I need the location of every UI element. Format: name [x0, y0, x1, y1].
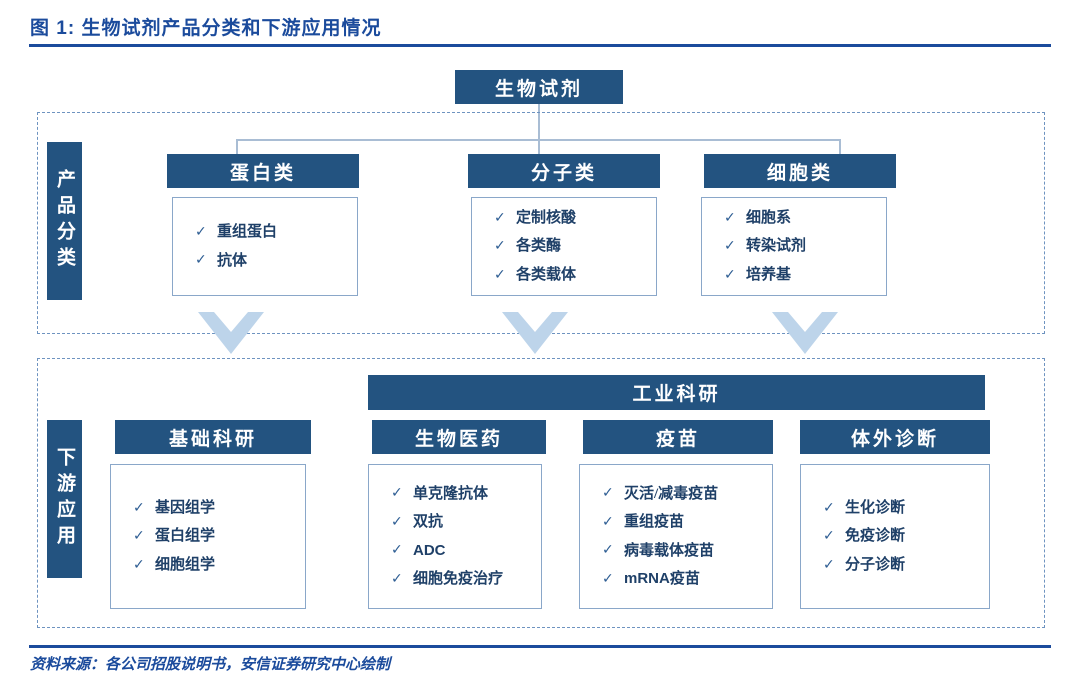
- check-icon: ✓: [494, 238, 506, 255]
- list-item-label: 培养基: [746, 266, 792, 283]
- chevron-down-icon: [502, 312, 568, 354]
- list-item: ✓ 各类酶: [494, 232, 656, 261]
- check-icon: ✓: [602, 513, 614, 530]
- list-ivd: ✓ 生化诊断 ✓ 免疫诊断 ✓ 分子诊断: [800, 464, 990, 609]
- check-icon: ✓: [391, 485, 403, 502]
- check-icon: ✓: [195, 252, 207, 269]
- list-item: ✓ 蛋白组学: [133, 522, 305, 551]
- footer-divider: [29, 645, 1051, 648]
- node-ivd-header[interactable]: 体外诊断: [800, 420, 990, 454]
- list-item-label: 定制核酸: [516, 209, 577, 226]
- list-item: ✓ 单克隆抗体: [391, 480, 541, 509]
- check-icon: ✓: [823, 528, 835, 545]
- side-label-product-classification: 产品分类: [47, 142, 82, 300]
- check-icon: ✓: [133, 556, 145, 573]
- list-item-label: 各类酶: [516, 238, 562, 255]
- list-item-label: 生化诊断: [845, 499, 906, 516]
- list-item: ✓ 细胞组学: [133, 551, 305, 580]
- node-molecule-header[interactable]: 分子类: [468, 154, 660, 188]
- node-basic-research-header[interactable]: 基础科研: [115, 420, 311, 454]
- check-icon: ✓: [724, 209, 736, 226]
- list-item-label: 单克隆抗体: [413, 485, 489, 502]
- list-item-label: 转染试剂: [746, 238, 807, 255]
- figure-source: 资料来源：各公司招股说明书，安信证券研究中心绘制: [30, 657, 391, 673]
- list-item: ✓ 培养基: [724, 261, 886, 290]
- list-protein: ✓ 重组蛋白 ✓ 抗体: [172, 197, 358, 296]
- list-item: ✓ 定制核酸: [494, 204, 656, 233]
- list-basic-research: ✓ 基因组学 ✓ 蛋白组学 ✓ 细胞组学: [110, 464, 306, 609]
- chevron-down-icon: [772, 312, 838, 354]
- list-item: ✓ 抗体: [195, 247, 357, 276]
- check-icon: ✓: [602, 570, 614, 587]
- node-cell-header[interactable]: 细胞类: [704, 154, 896, 188]
- list-item: ✓ 生化诊断: [823, 494, 989, 523]
- list-item-label: 重组蛋白: [217, 224, 278, 240]
- node-industrial-research-banner[interactable]: 工业科研: [368, 375, 985, 410]
- list-item: ✓ 重组蛋白: [195, 218, 357, 247]
- list-item: ✓ 免疫诊断: [823, 522, 989, 551]
- section-downstream-application: [37, 358, 1045, 628]
- check-icon: ✓: [494, 266, 506, 283]
- check-icon: ✓: [602, 485, 614, 502]
- list-item: ✓ 灭活/减毒疫苗: [602, 480, 772, 509]
- list-item-label: 蛋白组学: [155, 528, 216, 545]
- list-item-label: 抗体: [217, 252, 248, 269]
- list-item: ✓ 细胞系: [724, 204, 886, 233]
- check-icon: ✓: [133, 528, 145, 545]
- node-protein-header[interactable]: 蛋白类: [167, 154, 359, 188]
- list-item-label: 灭活/减毒疫苗: [624, 485, 719, 502]
- check-icon: ✓: [391, 542, 403, 559]
- list-item: ✓ 分子诊断: [823, 551, 989, 580]
- check-icon: ✓: [823, 499, 835, 516]
- list-item-label: mRNA疫苗: [624, 570, 700, 587]
- list-item-label: 各类载体: [516, 266, 577, 283]
- list-cell: ✓ 细胞系 ✓ 转染试剂 ✓ 培养基: [701, 197, 887, 296]
- node-vaccine-header[interactable]: 疫苗: [583, 420, 773, 454]
- list-item: ✓ ADC: [391, 537, 541, 566]
- list-item-label: 分子诊断: [845, 556, 906, 573]
- connector-root-stem: [538, 104, 540, 140]
- list-item-label: ADC: [413, 541, 446, 559]
- list-item: ✓ 细胞免疫治疗: [391, 565, 541, 594]
- list-item: ✓ 双抗: [391, 508, 541, 537]
- list-item: ✓ 基因组学: [133, 494, 305, 523]
- chevron-down-icon: [198, 312, 264, 354]
- check-icon: ✓: [724, 266, 736, 283]
- list-item: ✓ 重组疫苗: [602, 508, 772, 537]
- check-icon: ✓: [195, 223, 207, 240]
- list-item-label: 基因组学: [155, 499, 216, 516]
- check-icon: ✓: [724, 238, 736, 255]
- check-icon: ✓: [391, 570, 403, 587]
- check-icon: ✓: [391, 513, 403, 530]
- list-item: ✓ 病毒载体疫苗: [602, 537, 772, 566]
- side-label-downstream-application: 下游应用: [47, 420, 82, 578]
- list-item: ✓ 各类载体: [494, 261, 656, 290]
- list-item-label: 细胞系: [746, 209, 792, 226]
- check-icon: ✓: [823, 556, 835, 573]
- node-root[interactable]: 生物试剂: [455, 70, 623, 104]
- list-item-label: 细胞组学: [155, 556, 216, 573]
- check-icon: ✓: [133, 499, 145, 516]
- list-item-label: 细胞免疫治疗: [413, 571, 504, 587]
- node-biopharma-header[interactable]: 生物医药: [372, 420, 546, 454]
- list-item: ✓ 转染试剂: [724, 232, 886, 261]
- title-divider: [29, 44, 1051, 47]
- list-item-label: 病毒载体疫苗: [624, 542, 715, 559]
- list-item: ✓ mRNA疫苗: [602, 565, 772, 594]
- list-item-label: 免疫诊断: [845, 528, 906, 545]
- check-icon: ✓: [602, 542, 614, 559]
- list-item-label: 重组疫苗: [624, 514, 685, 530]
- figure-title: 图 1: 生物试剂产品分类和下游应用情况: [30, 18, 382, 39]
- connector-branch-molecule: [538, 139, 540, 156]
- check-icon: ✓: [494, 209, 506, 226]
- connector-branch-protein: [236, 139, 238, 156]
- list-molecule: ✓ 定制核酸 ✓ 各类酶 ✓ 各类载体: [471, 197, 657, 296]
- list-biopharma: ✓ 单克隆抗体 ✓ 双抗 ✓ ADC ✓ 细胞免疫治疗: [368, 464, 542, 609]
- connector-branch-cell: [839, 139, 841, 156]
- list-vaccine: ✓ 灭活/减毒疫苗 ✓ 重组疫苗 ✓ 病毒载体疫苗 ✓ mRNA疫苗: [579, 464, 773, 609]
- list-item-label: 双抗: [413, 514, 444, 530]
